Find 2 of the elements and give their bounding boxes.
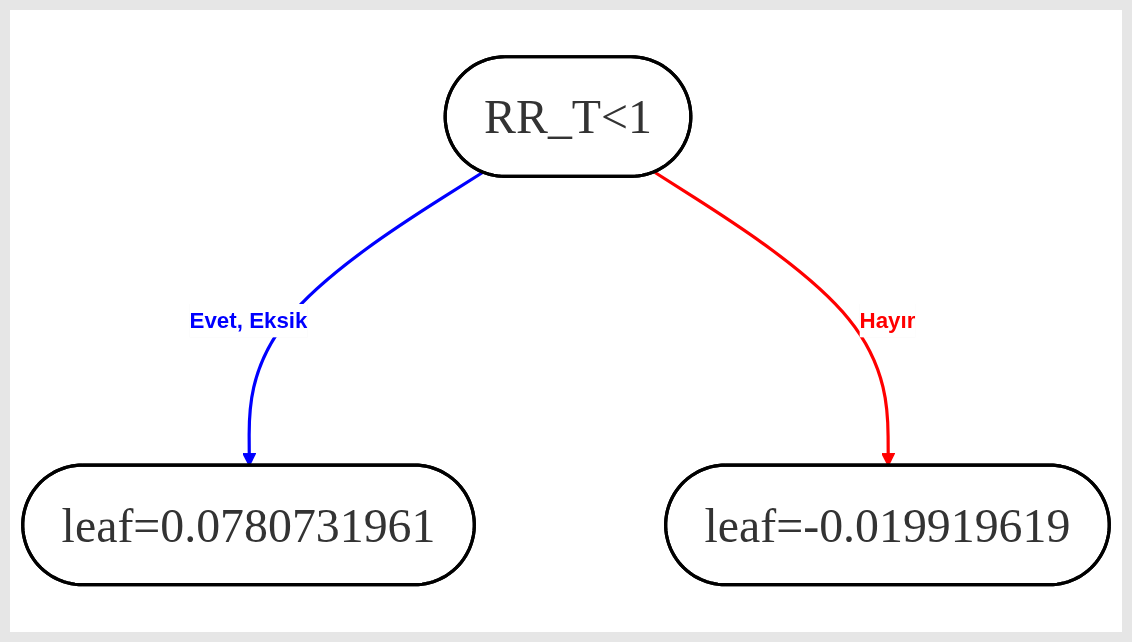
- edge-label: Evet, Eksik: [189, 307, 308, 333]
- edge-label: Hayır: [859, 307, 916, 333]
